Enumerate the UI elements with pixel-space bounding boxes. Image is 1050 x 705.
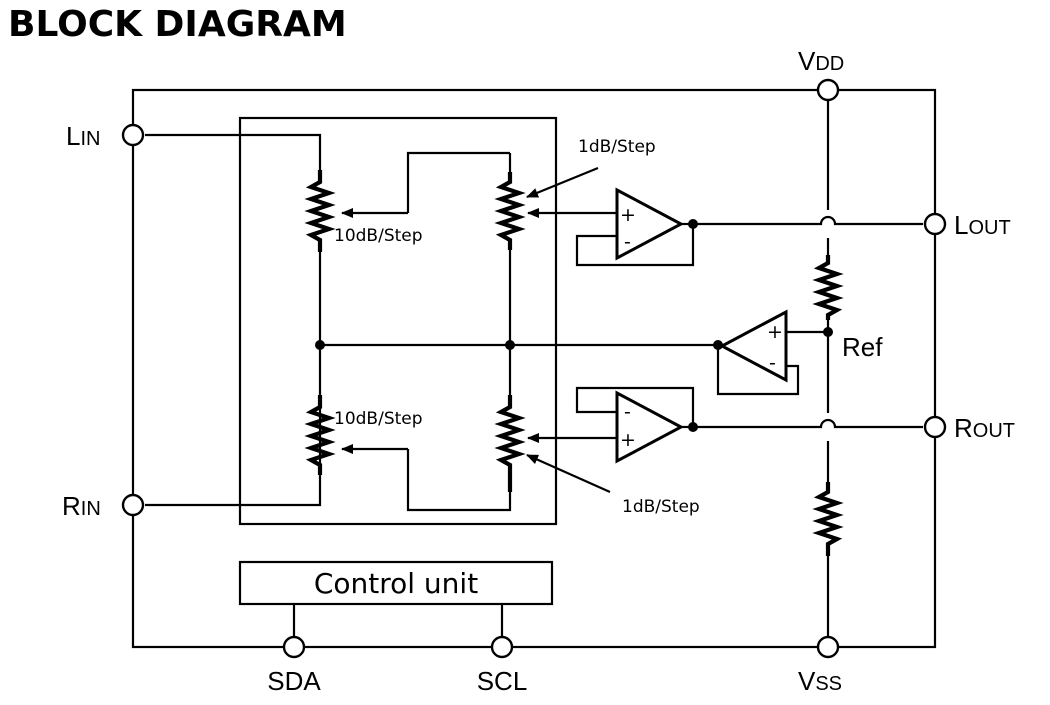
- lin-label: LIN: [66, 121, 100, 151]
- lout-label: LOUT: [954, 210, 1011, 240]
- lout-wire: [693, 215, 923, 226]
- junction-node: [315, 340, 325, 350]
- junction-node: [688, 422, 698, 432]
- lout-pin: [923, 212, 947, 236]
- lin-pin: [121, 123, 145, 147]
- top-wiper-loop: [406, 151, 510, 213]
- fine-step-label-top: 1dB/Step: [578, 137, 656, 157]
- opamp-bottom-minus: -: [624, 401, 631, 423]
- chip-outline: [131, 88, 937, 649]
- rin-pin: [121, 493, 145, 517]
- rout-pin: [923, 415, 947, 439]
- opamp-top-plus: +: [620, 204, 636, 226]
- opamp-top-minus: -: [624, 231, 631, 253]
- sda-pin: [282, 635, 306, 659]
- vss-pin: [816, 635, 840, 659]
- fine-resistor-bottom: [494, 395, 526, 492]
- fine-step-top-pointer: [526, 166, 599, 199]
- opamp-ref-plus: +: [767, 321, 783, 343]
- vss-label: VSS: [798, 666, 842, 696]
- sda-label: SDA: [267, 666, 321, 696]
- rin-label: RIN: [62, 491, 101, 521]
- junction-node: [823, 327, 833, 337]
- junction-node: [688, 219, 698, 229]
- bottom-wiper-loop: [406, 449, 512, 512]
- vdd-label: VDD: [798, 46, 844, 76]
- coarse-resistor-bottom: [304, 395, 336, 475]
- opamp-left-channel: [615, 187, 685, 261]
- junction-node: [713, 340, 723, 350]
- junction-node: [505, 340, 515, 350]
- opamp-right-channel: [615, 390, 685, 464]
- control-unit-label: Control unit: [314, 567, 478, 600]
- opamp-top-feedback: [575, 224, 695, 267]
- ref-buffer-feedback: [716, 345, 800, 396]
- diagram-title: BLOCK DIAGRAM: [8, 4, 347, 45]
- lin-wire: [145, 133, 322, 170]
- opamp-ref-buffer: [718, 309, 788, 383]
- control-unit-box: [238, 560, 554, 606]
- scl-label: SCL: [477, 666, 528, 696]
- divider-resistor-bottom: [812, 482, 844, 556]
- coarse-step-label-top: 10dB/Step: [334, 226, 423, 246]
- rout-wire: [693, 418, 923, 429]
- attenuator-box: [238, 116, 558, 526]
- vdd-pin: [816, 78, 840, 102]
- opamp-bottom-plus: +: [620, 429, 636, 451]
- ref-label: Ref: [842, 332, 883, 362]
- opamp-bottom-feedback: [575, 386, 695, 427]
- coarse-resistor-top: [304, 170, 336, 252]
- fine-resistor-top: [494, 172, 526, 250]
- opamp-ref-minus: -: [769, 352, 776, 374]
- rin-wire: [145, 475, 322, 507]
- coarse-step-label-bottom: 10dB/Step: [334, 409, 423, 429]
- divider-resistor-top: [812, 255, 844, 320]
- fine-step-bottom-pointer: [526, 453, 611, 494]
- scl-pin: [490, 635, 514, 659]
- fine-step-label-bottom: 1dB/Step: [622, 497, 700, 517]
- rout-label: ROUT: [954, 413, 1015, 443]
